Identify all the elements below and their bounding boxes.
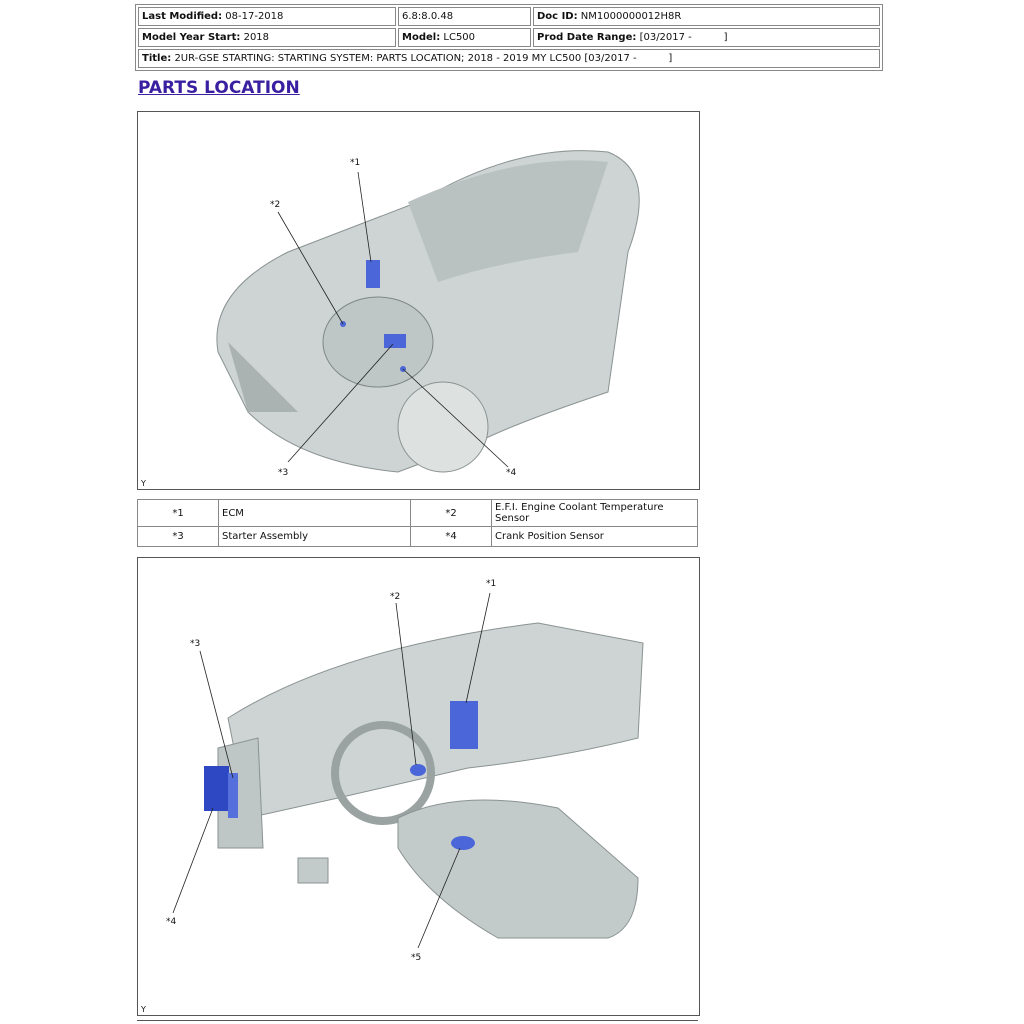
- section-title-link[interactable]: PARTS LOCATION: [138, 78, 300, 98]
- callout-5: *5: [411, 953, 422, 963]
- doc-id: Doc ID: NM1000000012H8R: [533, 7, 880, 26]
- callout-1: *1: [486, 579, 497, 589]
- figure-corner-mark: Y: [141, 479, 146, 488]
- callout-3: *3: [278, 468, 289, 478]
- highlight-1: [450, 701, 478, 749]
- part-num: *1: [137, 499, 219, 527]
- callout-3: *3: [190, 639, 201, 649]
- model-year-start: Model Year Start: 2018: [138, 28, 396, 47]
- callout-2: *2: [390, 592, 401, 602]
- version: 6.8:8.0.48: [398, 7, 531, 26]
- callout-1: *1: [350, 158, 361, 168]
- part-name: E.F.I. Engine Coolant Temperature Sensor: [491, 499, 698, 527]
- part-num: *3: [137, 526, 219, 547]
- model: Model: LC500: [398, 28, 531, 47]
- divider: [137, 1020, 698, 1021]
- ecm-highlight: [366, 260, 380, 288]
- part-name: ECM: [218, 499, 411, 527]
- part-num: *4: [410, 526, 492, 547]
- callout-2: *2: [270, 200, 281, 210]
- interior-parts-figure: *1 *2 *3 *4 *5 Y: [137, 557, 700, 1016]
- document-header-table: Last Modified: 08-17-2018 6.8:8.0.48 Doc…: [135, 4, 883, 71]
- callout-4: *4: [166, 917, 177, 927]
- callout-4: *4: [506, 468, 517, 478]
- last-modified: Last Modified: 08-17-2018: [138, 7, 396, 26]
- dashboard-illustration: [172, 592, 644, 949]
- highlight-4: [204, 766, 229, 811]
- part-name: Starter Assembly: [218, 526, 411, 547]
- part-name: Crank Position Sensor: [491, 526, 698, 547]
- prod-date-range: Prod Date Range: [03/2017 - ]: [533, 28, 880, 47]
- engine-parts-figure: *1 *2 *3 *4 Y: [137, 111, 700, 490]
- starter-highlight: [384, 334, 406, 348]
- figure-corner-mark: Y: [141, 1005, 146, 1014]
- car-front-illustration: [216, 150, 640, 473]
- part-num: *2: [410, 499, 492, 527]
- doc-title: Title: 2UR-GSE STARTING: STARTING SYSTEM…: [138, 49, 880, 68]
